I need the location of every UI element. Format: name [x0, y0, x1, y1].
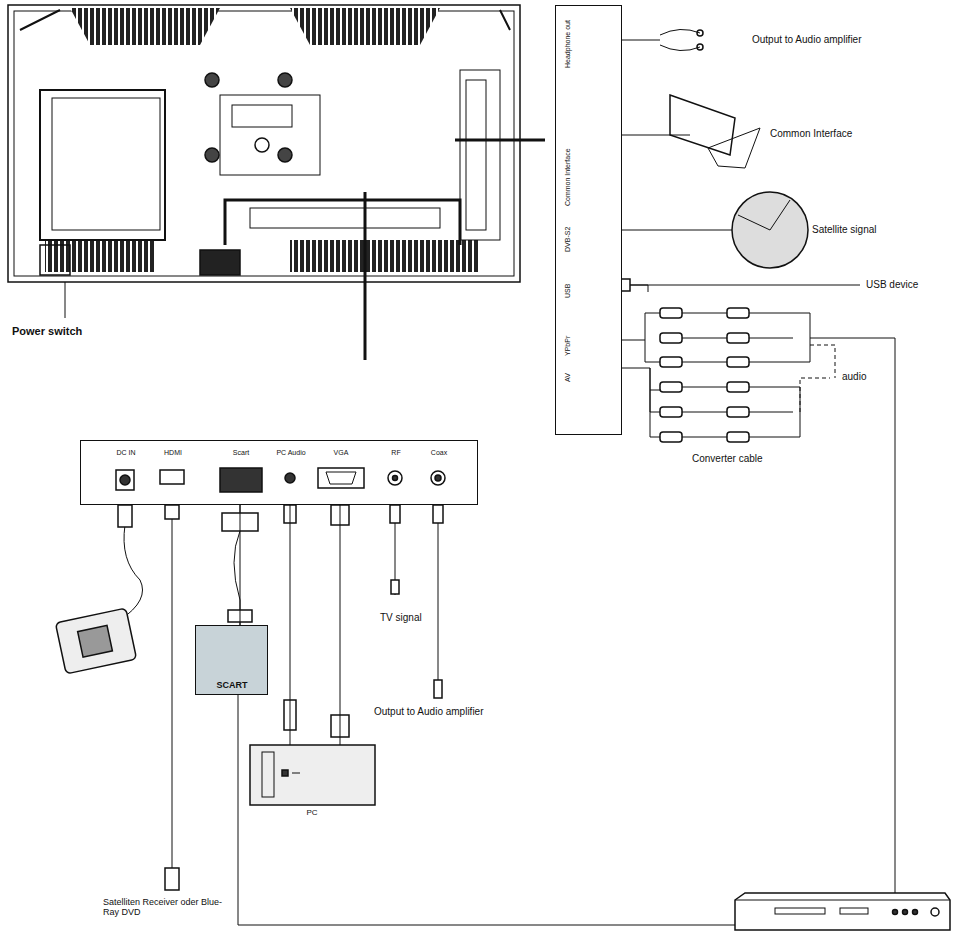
device-label: TV signal — [380, 612, 422, 624]
cable — [340, 505, 341, 745]
port-label: Coax — [431, 449, 447, 457]
port-label: Headphone out — [564, 20, 572, 68]
port-label: AV — [564, 373, 572, 382]
rca-plug — [660, 333, 682, 343]
bottom-panel: DC IN HDMI Scart PC Audio VGA RF Coax — [80, 440, 478, 505]
rca-plug — [727, 407, 749, 417]
device-label: Satellite signal — [812, 224, 876, 236]
port-label: DVB-S2 — [564, 227, 572, 252]
port-label: YPbPr — [564, 336, 572, 356]
port-label: SCART — [217, 681, 248, 691]
rca-plug — [660, 308, 682, 318]
rca-plug — [660, 382, 682, 392]
device-label: Converter cable — [692, 453, 763, 465]
device-label: Output to Audio amplifier — [374, 706, 484, 718]
port-label: PC — [306, 809, 317, 818]
port-label: VGA — [334, 449, 349, 457]
side-panel: Headphone outCommon InterfaceDVB-S2USB YP… — [555, 5, 622, 435]
port-label: DC IN — [116, 449, 135, 457]
port-label: RF — [391, 449, 400, 457]
pc-box: PC — [250, 745, 375, 805]
cable — [290, 505, 291, 745]
rca-plug — [727, 432, 749, 442]
device-label: USB device — [866, 279, 918, 291]
cable — [240, 505, 241, 625]
rca-plug — [727, 357, 749, 367]
switch-label: Power switch — [12, 325, 82, 338]
port-label: Common Interface — [564, 148, 572, 206]
rca-plug — [660, 432, 682, 442]
rca-plug — [660, 407, 682, 417]
rca-plug — [727, 308, 749, 318]
device-label: Satelliten Receiver oder Blue-Ray DVD — [103, 897, 228, 918]
device-label: Common Interface — [770, 128, 852, 140]
port-label: USB — [564, 284, 572, 298]
rca-plug — [727, 333, 749, 343]
rca-plug — [727, 382, 749, 392]
rca-plug — [660, 357, 682, 367]
device-label: audio — [840, 371, 868, 383]
device-label: Output to Audio amplifier — [752, 34, 862, 46]
port-label: Scart — [233, 449, 249, 457]
port-label: PC Audio — [276, 449, 305, 457]
scart-adapter: SCART — [195, 625, 268, 695]
port-label: HDMI — [164, 449, 182, 457]
